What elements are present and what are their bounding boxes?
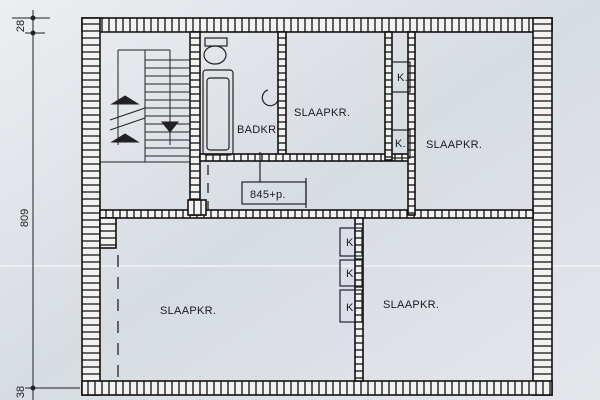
closet-label: K. bbox=[397, 72, 408, 84]
wall bbox=[81, 17, 553, 33]
toilet bbox=[203, 37, 228, 65]
bathtub bbox=[202, 69, 234, 156]
wall bbox=[187, 199, 207, 216]
closet-label: K bbox=[346, 268, 354, 280]
level-mark: 845+p. bbox=[250, 189, 286, 201]
dimension-bottom: 38 bbox=[15, 386, 27, 398]
walls bbox=[81, 17, 553, 396]
wall bbox=[99, 217, 117, 249]
wall bbox=[532, 17, 553, 396]
level-mark-box bbox=[241, 152, 307, 208]
wall bbox=[189, 31, 201, 216]
dimension-line bbox=[12, 10, 80, 400]
room-label-bedroom-bottom-right: SLAAPKR. bbox=[383, 299, 439, 311]
wall bbox=[81, 380, 553, 396]
wall bbox=[99, 209, 534, 219]
room-label-bedroom-right: SLAAPKR. bbox=[426, 139, 482, 151]
closet-label: K bbox=[346, 237, 354, 249]
closet-label: K bbox=[346, 302, 354, 314]
wall bbox=[277, 31, 287, 161]
closet-label: K. bbox=[395, 138, 406, 150]
wall bbox=[384, 31, 393, 161]
staircase bbox=[99, 31, 191, 163]
dimension-height: 809 bbox=[19, 209, 31, 227]
room-label-bedroom-top: SLAAPKR. bbox=[294, 107, 350, 119]
wall bbox=[81, 17, 101, 396]
room-label-bedroom-bottom-left: SLAAPKR. bbox=[160, 305, 216, 317]
room-label-bathroom: BADKR bbox=[237, 124, 276, 136]
closets bbox=[339, 61, 411, 323]
wall bbox=[407, 31, 416, 216]
dimension-top: 28 bbox=[15, 20, 27, 32]
sink bbox=[261, 89, 279, 107]
